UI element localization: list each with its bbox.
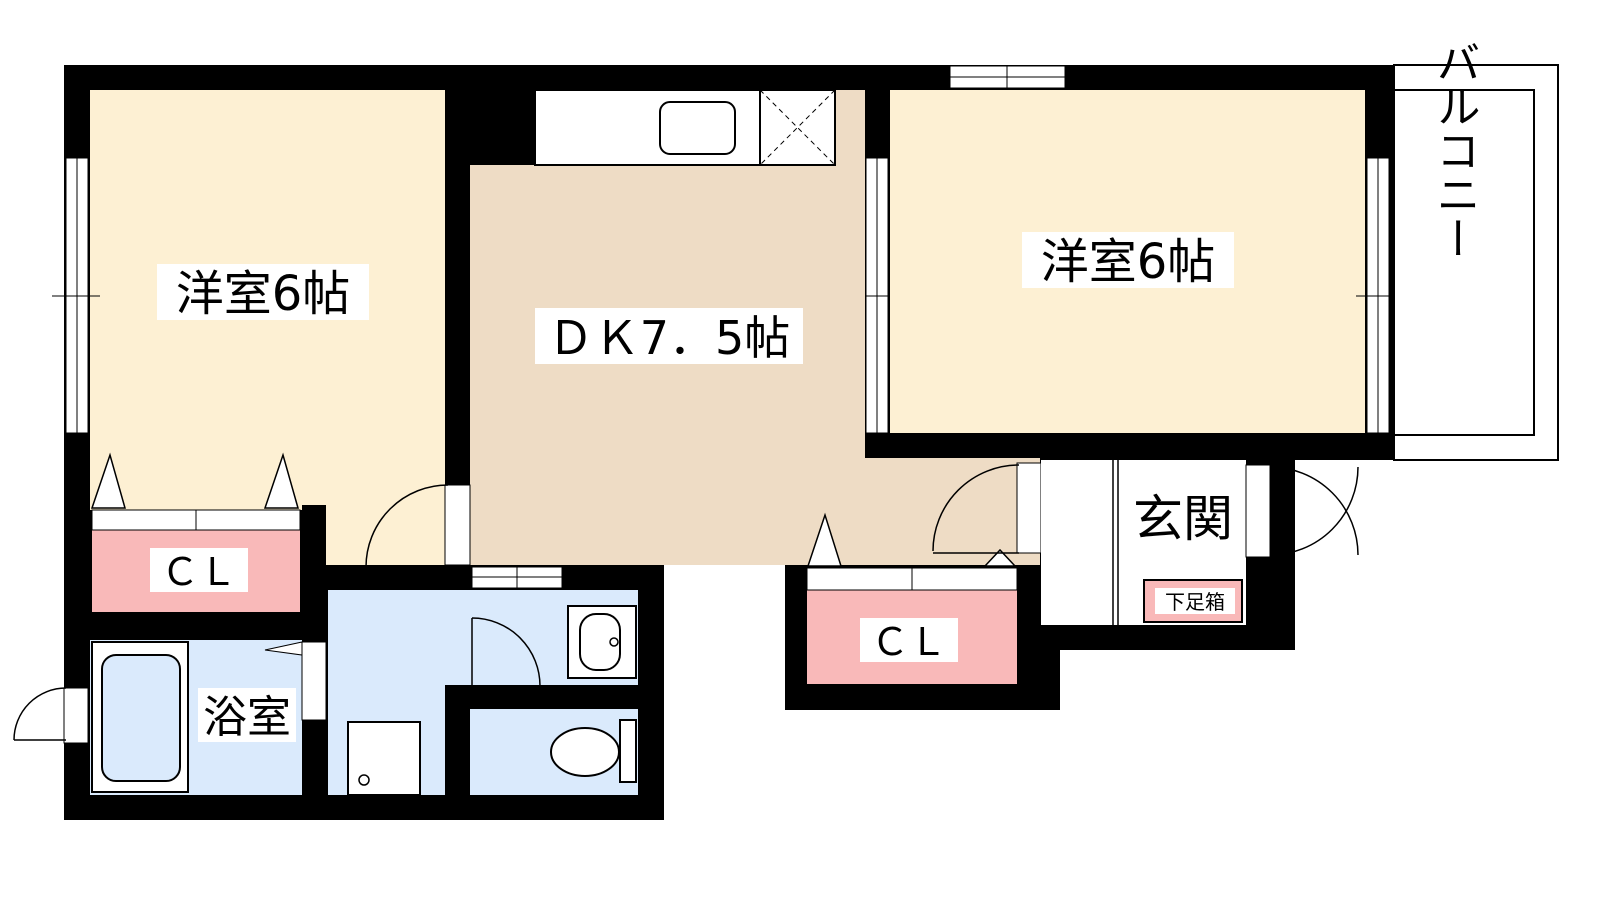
label-closet-left: ＣＬ (150, 548, 248, 594)
label-shoe-box: 下足箱 (1155, 588, 1235, 614)
wall-right-bottom (865, 433, 1365, 458)
wall-left-dk (445, 65, 470, 560)
wall-bottom-wet (64, 795, 660, 817)
window-dk-right (865, 157, 889, 434)
svg-text:ＣＬ: ＣＬ (161, 550, 237, 594)
door-left-room (365, 484, 471, 568)
window-balcony (1356, 157, 1400, 434)
stove-icon (759, 89, 836, 166)
door-bathroom (264, 641, 327, 721)
svg-text:浴室: 浴室 (203, 692, 291, 743)
dk-extension (865, 455, 1040, 565)
svg-text:ＣＬ: ＣＬ (871, 620, 947, 664)
closet-center (805, 512, 1018, 685)
room-western-left (90, 90, 445, 565)
svg-text:ＤＫ7．5帖: ＤＫ7．5帖 (548, 311, 791, 365)
label-dining-kitchen: ＤＫ7．5帖 (535, 308, 803, 365)
svg-text:洋室6帖: 洋室6帖 (1041, 234, 1216, 290)
label-western-left: 洋室6帖 (157, 264, 369, 322)
door-wc (471, 617, 541, 687)
wall-wc-top (470, 685, 638, 709)
label-bathroom: 浴室 (198, 688, 296, 743)
wall-wc (445, 685, 470, 795)
window-top-right (949, 65, 1066, 89)
door-outside-left (13, 687, 89, 744)
svg-text:洋室6帖: 洋室6帖 (176, 266, 351, 322)
door-front (1245, 464, 1359, 558)
label-entrance: 玄関 (1124, 488, 1242, 548)
label-balcony: バルコニー (1429, 40, 1480, 380)
door-wash-slide (471, 566, 563, 589)
window-left (52, 157, 100, 434)
label-closet-center: ＣＬ (860, 618, 958, 664)
sink-icon (659, 101, 736, 155)
label-western-right: 洋室6帖 (1022, 232, 1234, 290)
kitchen-counter (534, 89, 836, 166)
svg-text:下足箱: 下足箱 (1165, 590, 1225, 614)
svg-text:バルコニー: バルコニー (1429, 40, 1480, 260)
svg-text:玄関: 玄関 (1133, 490, 1233, 548)
wall-kitchen-top (470, 65, 535, 165)
wall-closet-side (302, 505, 326, 615)
washing-machine-icon (347, 721, 421, 796)
toilet-icon (472, 710, 638, 795)
washbasin-icon (567, 605, 637, 679)
door-dk-entrance (932, 462, 1042, 554)
bathtub-icon (91, 641, 189, 793)
